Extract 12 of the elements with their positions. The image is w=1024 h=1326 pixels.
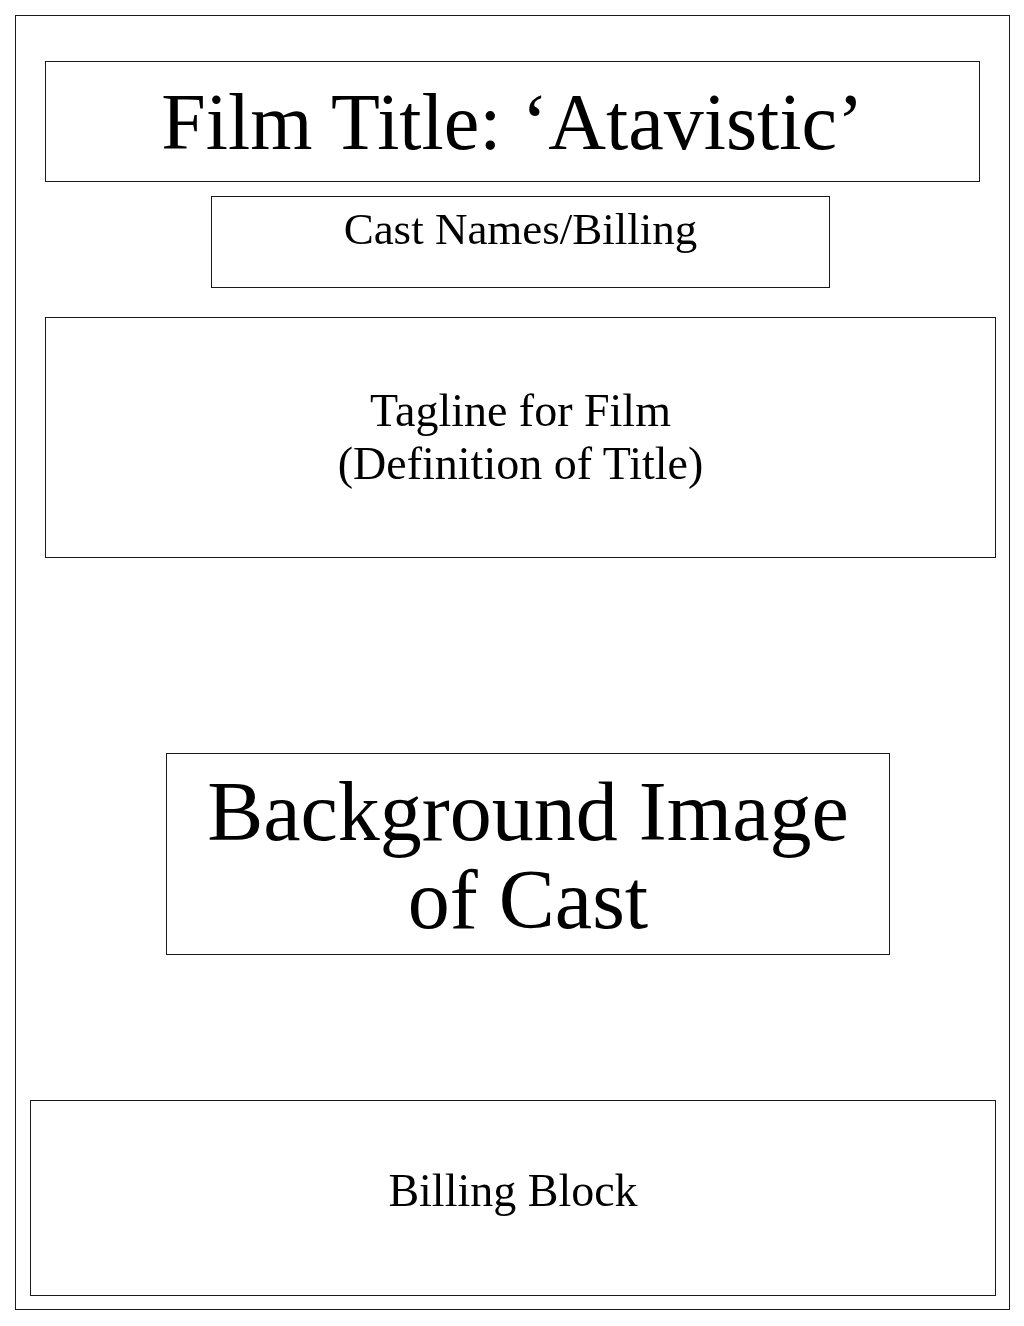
box-label: Tagline for Film xyxy=(370,384,671,438)
layout-box xyxy=(45,317,996,558)
film-title-text: Film Title: ‘Atavistic’ xyxy=(161,77,864,166)
box-label: Background Image of Cast xyxy=(206,767,850,945)
box-label: (Definition of Title) xyxy=(337,437,704,491)
box-label: Cast Names/Billing xyxy=(343,203,698,256)
page-border-frame xyxy=(15,15,1010,1310)
layout-box xyxy=(45,61,980,182)
layout-box xyxy=(166,753,890,955)
box-label: Billing Block xyxy=(388,1164,638,1219)
layout-box xyxy=(30,1100,996,1296)
layout-box xyxy=(211,196,830,288)
